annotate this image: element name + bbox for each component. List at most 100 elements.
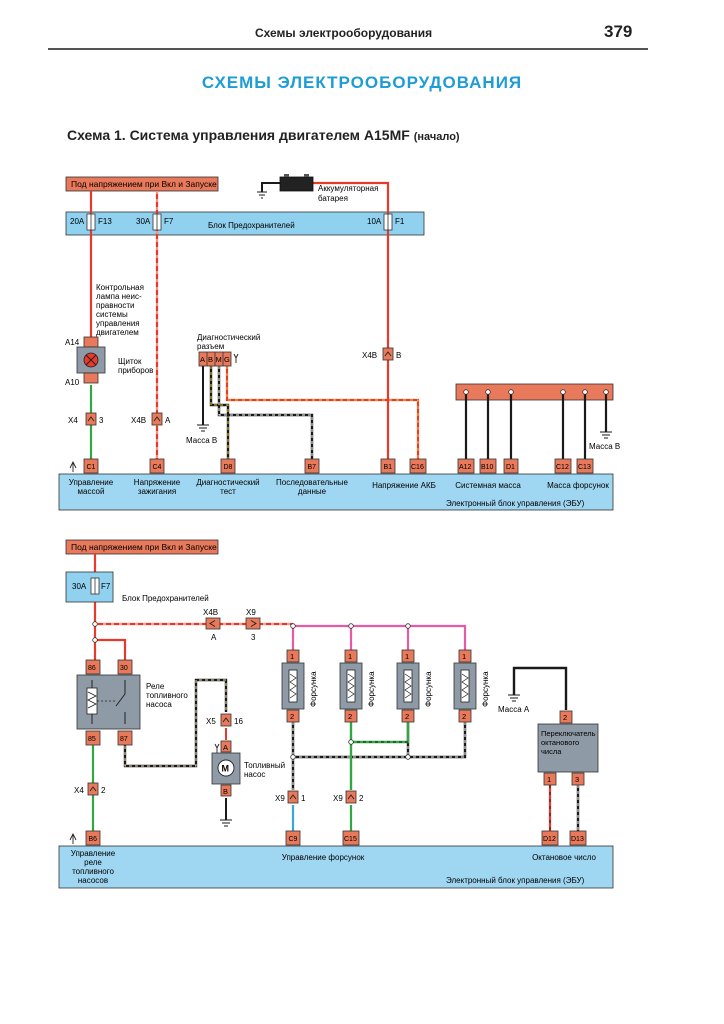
pump-pin-b: B (223, 787, 228, 796)
ecu-pin-c4: C4 (149, 458, 165, 474)
diag-pin-g: G (224, 355, 230, 364)
fuse-f13-name: F13 (98, 217, 112, 226)
ecu-pin-c12: C12 (554, 458, 572, 474)
fuel-pump: A M B Топливный насос (211, 740, 285, 827)
scheme-title: Схема 1. Система управления двигателем A… (67, 127, 460, 143)
wire-diag-g-c16-tracer (226, 366, 419, 460)
fuse-block-2 (65, 571, 114, 603)
lamp-pin-bottom: A10 (65, 378, 80, 387)
octane-label-2: октанового (541, 738, 579, 747)
injectors: 1 2 Форсунка 1 2 Форсунка 1 (281, 649, 490, 723)
ecu-label-1: Электронный блок управления (ЭБУ) (446, 499, 585, 508)
lamp-label-2: лампа неис- (96, 292, 142, 301)
connector-x4-2: X4 2 (74, 782, 106, 796)
supply-label-2: Под напряжением при Вкл и Запуске (71, 542, 217, 552)
ground-bar-nodes (463, 389, 609, 395)
ground-control-symbol (69, 460, 77, 472)
connector-x5-16-pin: 16 (234, 717, 243, 726)
octane-selector: Масса А 2 Переключатель октанового числа… (498, 694, 599, 786)
connector-x5-16-name: X5 (206, 717, 216, 726)
signal-serial-data-2: данные (298, 487, 327, 496)
connector-x4b-b-name: X4B (362, 351, 377, 360)
injector-1-pin-2: 2 (290, 712, 294, 721)
signal-relay-control-1: Управление (71, 849, 116, 858)
connector-x9-3-pin: 3 (251, 633, 256, 642)
wire-octane-ground (512, 666, 568, 710)
supply-label-1: Под напряжением при Вкл и Запуске (71, 179, 217, 189)
diag-label-1: Диагностический (197, 333, 260, 342)
fuse-f1-rating: 10A (367, 217, 382, 226)
ecu-pin-c4-label: C4 (153, 464, 162, 471)
signal-injector-ground: Масса форсунок (547, 481, 609, 490)
ecu-pin-d1: D1 (503, 458, 519, 474)
octane-pin-2-top: 2 (563, 713, 567, 722)
signal-diag-test-2: тест (220, 487, 236, 496)
injector-4-pin-2: 2 (462, 712, 466, 721)
ecu-pin-c15-label: C15 (344, 836, 357, 843)
connector-x4b-b-pin: B (396, 351, 401, 360)
battery-label-1: Аккумуляторная (318, 184, 378, 193)
connector-x4-3-pin: 3 (99, 416, 104, 425)
panel-label-1: Щиток (118, 357, 142, 366)
ecu-pin-b10-label: B10 (481, 464, 494, 471)
ground-a-label: Масса А (498, 705, 530, 714)
ecu-pin-d13-label: D13 (571, 836, 584, 843)
wire-diag-m-b7-tracer (218, 366, 313, 460)
injector-2-pin-1: 1 (348, 652, 352, 661)
wire-battery-b1 (313, 181, 390, 460)
injector-3-pin-2: 2 (405, 712, 409, 721)
connector-x4-2-pin: 2 (101, 786, 106, 795)
connector-x9-3-name: X9 (246, 608, 256, 617)
wire-relay-87-pump-tracer (124, 679, 227, 767)
panel-label-2: приборов (118, 366, 153, 375)
connector-x9-2-pin: 2 (359, 794, 364, 803)
signal-serial-data-1: Последовательные (276, 478, 348, 487)
battery: Аккумуляторная батарея (257, 174, 378, 203)
wire-inj-common-1 (293, 722, 467, 759)
ecu-2-signals: Управление реле топливного насосов Управ… (71, 849, 597, 885)
wire-battery-ground (261, 182, 280, 192)
signal-relay-control-2: реле (84, 858, 102, 867)
ecu-pin-c16: C16 (409, 458, 427, 474)
scheme-title-text: Схема 1. Система управления двигателем A… (67, 127, 410, 143)
lamp-label-1: Контрольная (96, 283, 144, 292)
ecu-pin-a12-label: A12 (459, 464, 472, 471)
ecu-block-2 (58, 845, 614, 889)
running-title: Схемы электрооборудования (255, 26, 433, 40)
ecu-pin-b7-label: B7 (308, 464, 317, 471)
ecu-pin-c16-label: C16 (411, 464, 424, 471)
battery-label-2: батарея (318, 194, 348, 203)
relay-label-3: насоса (146, 700, 172, 709)
pump-pin-a: A (223, 743, 228, 752)
warning-lamp: A14 A10 Щиток приборов (65, 336, 153, 387)
connector-x9-1-pin: 1 (301, 794, 306, 803)
ecu-pin-c15: C15 (342, 830, 360, 846)
splice-nodes-2 (92, 621, 411, 760)
injector-1: 1 2 Форсунка (281, 649, 318, 723)
lamp-label-6: двигателем (96, 328, 139, 337)
signal-ignition-2: зажигания (138, 487, 176, 496)
ecu-pin-b7: B7 (304, 458, 320, 474)
relay-label-1: Реле (146, 682, 165, 691)
ecu-pin-a12: A12 (457, 458, 475, 474)
ecu-block-1 (58, 473, 614, 511)
signal-ground-control-2: массой (78, 487, 105, 496)
ecu-label-2: Электронный блок управления (ЭБУ) (446, 876, 585, 885)
ecu-pin-d8: D8 (220, 458, 236, 474)
relay-pin-86: 86 (88, 665, 96, 672)
connector-x4b-a-2: X4B A (203, 608, 221, 642)
injector-1-pin-1: 1 (290, 652, 294, 661)
wire-diag-m-b7 (217, 366, 314, 460)
signal-ground-control-1: Управление (69, 478, 114, 487)
ground-b-right-label: Масса B (589, 442, 620, 451)
wire-inj-common-1-tracer (293, 722, 466, 758)
ecu-pin-c9-label: C9 (289, 836, 298, 843)
ecu-pin-d12: D12 (541, 830, 559, 846)
ground-symbol-b-left (197, 424, 209, 432)
lamp-label-5: управления (96, 319, 140, 328)
fuse-f7: 30A F7 (136, 213, 174, 231)
ecu-pin-c13-label: C13 (578, 464, 591, 471)
diag-pin-b: B (208, 355, 213, 364)
ecu-pin-c12-label: C12 (556, 464, 569, 471)
connector-x4b-b: X4B B (362, 347, 401, 361)
